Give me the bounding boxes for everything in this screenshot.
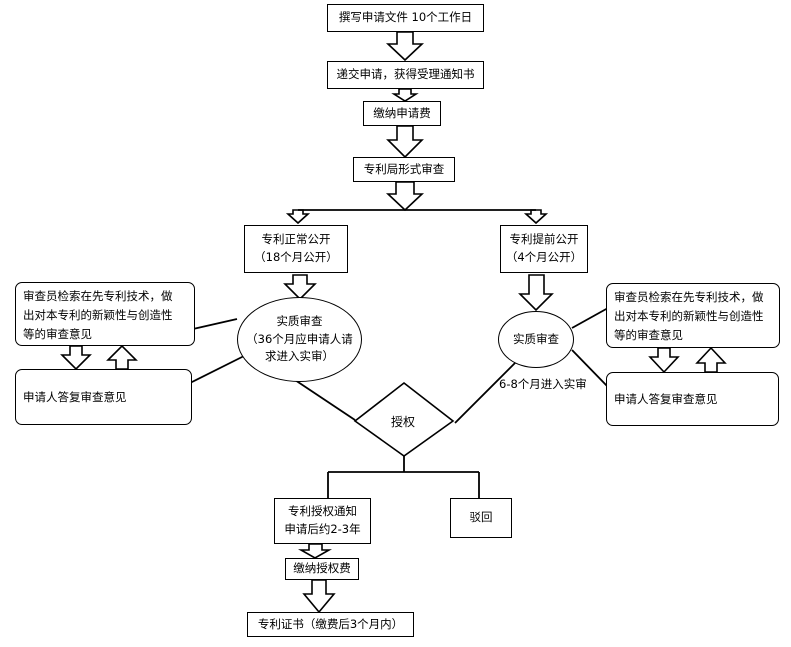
grant-label: 授权 bbox=[391, 415, 416, 429]
arrow-down-icon bbox=[385, 181, 425, 212]
arrow-down-icon bbox=[60, 345, 92, 371]
examiner-opinion-left: 审查员检索在先专利技术，做 出对本专利的新颖性与创造性 等的审查意见 bbox=[15, 282, 195, 346]
examiner-opinion-right: 审查员检索在先专利技术，做 出对本专利的新颖性与创造性 等的审查意见 bbox=[606, 283, 780, 348]
grant-diamond bbox=[353, 381, 455, 457]
normal-publication-box: 专利正常公开 （18个月公开） bbox=[244, 225, 348, 273]
arrow-down-icon bbox=[297, 543, 333, 559]
connector-line bbox=[192, 318, 238, 330]
arrow-up-icon bbox=[695, 346, 727, 373]
applicant-reply-left: 申请人答复审查意见 bbox=[15, 369, 192, 425]
grant-notice-box: 专利授权通知 申请后约2-3年 bbox=[274, 498, 371, 544]
exam-right-note: 6-8个月进入实审 bbox=[499, 377, 587, 391]
substantive-exam-right: 实质审查 bbox=[498, 311, 574, 368]
substantive-exam-left: 实质审查 （36个月应申请人请 求进入实审） bbox=[237, 297, 362, 382]
step-submit-application: 递交申请，获得受理通知书 bbox=[327, 61, 484, 89]
arrow-down-icon bbox=[283, 274, 317, 301]
step-write-application: 撰写申请文件 10个工作日 bbox=[327, 4, 484, 32]
connector-line bbox=[571, 307, 609, 329]
patent-certificate-box: 专利证书（缴费后3个月内） bbox=[247, 612, 414, 637]
arrow-down-icon bbox=[302, 579, 336, 614]
arrow-down-icon bbox=[523, 209, 549, 225]
connector-line bbox=[454, 359, 519, 424]
arrow-down-icon bbox=[386, 125, 424, 159]
applicant-reply-right: 申请人答复审查意见 bbox=[606, 372, 779, 426]
step-pay-application-fee: 缴纳申请费 bbox=[363, 101, 441, 126]
arrow-down-icon bbox=[648, 347, 680, 374]
reject-box: 驳回 bbox=[450, 498, 512, 538]
pay-grant-fee-box: 缴纳授权费 bbox=[285, 558, 359, 580]
connector-line bbox=[571, 349, 609, 388]
connector-line bbox=[294, 379, 356, 421]
arrow-down-icon bbox=[391, 88, 419, 102]
connector-line bbox=[189, 355, 245, 384]
arrow-down-icon bbox=[385, 31, 425, 62]
arrow-down-icon bbox=[285, 209, 311, 225]
step-formal-examination: 专利局形式审查 bbox=[353, 157, 455, 182]
arrow-up-icon bbox=[106, 344, 138, 370]
early-publication-box: 专利提前公开 （4个月公开） bbox=[500, 225, 588, 273]
arrow-down-icon bbox=[518, 274, 554, 312]
